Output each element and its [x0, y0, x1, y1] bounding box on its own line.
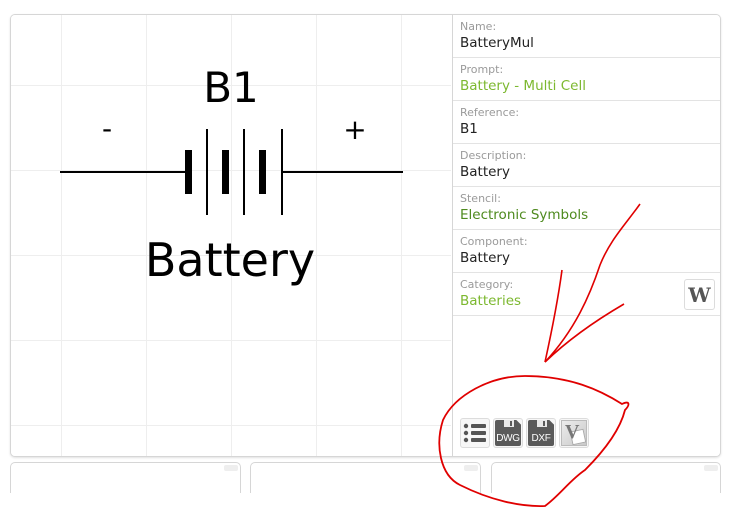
- related-symbol-card[interactable]: [491, 462, 721, 493]
- list-icon: [463, 423, 486, 443]
- properties-panel: Name: BatteryMul Prompt: Battery - Multi…: [452, 15, 720, 456]
- minus-label: -: [102, 112, 112, 145]
- details-list-button[interactable]: [460, 418, 490, 448]
- field-category: Category: Batteries W: [453, 273, 720, 316]
- field-value: B1: [460, 121, 478, 137]
- download-dxf-button[interactable]: DXF: [526, 418, 556, 448]
- field-value: BatteryMul: [460, 35, 534, 51]
- field-prompt: Prompt: Battery - Multi Cell: [453, 58, 720, 101]
- battery-symbol: B1 - + Battery: [60, 63, 403, 287]
- symbol-preview-canvas: B1 - + Battery: [11, 15, 451, 456]
- field-description: Description: Battery: [453, 144, 720, 187]
- plus-label: +: [343, 113, 366, 146]
- related-symbol-card[interactable]: [250, 462, 481, 493]
- field-label: Name:: [460, 20, 497, 33]
- stencil-link[interactable]: Electronic Symbols: [460, 207, 589, 223]
- field-value: Battery: [460, 164, 510, 180]
- field-label: Prompt:: [460, 63, 504, 76]
- field-value: Battery - Multi Cell: [460, 78, 586, 94]
- field-value: Battery: [460, 250, 510, 266]
- field-label: Description:: [460, 149, 527, 162]
- symbol-detail-card: B1 - + Battery Name: BatteryMul Prompt: …: [10, 14, 721, 457]
- visio-icon: V: [561, 420, 587, 446]
- field-label: Category:: [460, 278, 514, 291]
- symbol-name-label: Battery: [145, 233, 315, 287]
- field-name: Name: BatteryMul: [453, 15, 720, 58]
- field-reference: Reference: B1: [453, 101, 720, 144]
- wikipedia-icon: W: [688, 282, 711, 307]
- related-symbol-card[interactable]: [10, 462, 241, 493]
- wikipedia-button[interactable]: W: [684, 279, 715, 310]
- floppy-dwg-icon: DWG: [495, 420, 521, 446]
- reference-label: B1: [203, 63, 259, 112]
- floppy-dxf-icon: DXF: [528, 420, 554, 446]
- field-component: Component: Battery: [453, 230, 720, 273]
- download-visio-button[interactable]: V: [559, 418, 589, 448]
- field-label: Component:: [460, 235, 528, 248]
- category-link[interactable]: Batteries: [460, 293, 522, 309]
- field-label: Reference:: [460, 106, 520, 119]
- download-toolbar: DWG DXF V: [460, 418, 589, 448]
- field-label: Stencil:: [460, 192, 501, 205]
- download-dwg-button[interactable]: DWG: [493, 418, 523, 448]
- field-stencil: Stencil: Electronic Symbols: [453, 187, 720, 230]
